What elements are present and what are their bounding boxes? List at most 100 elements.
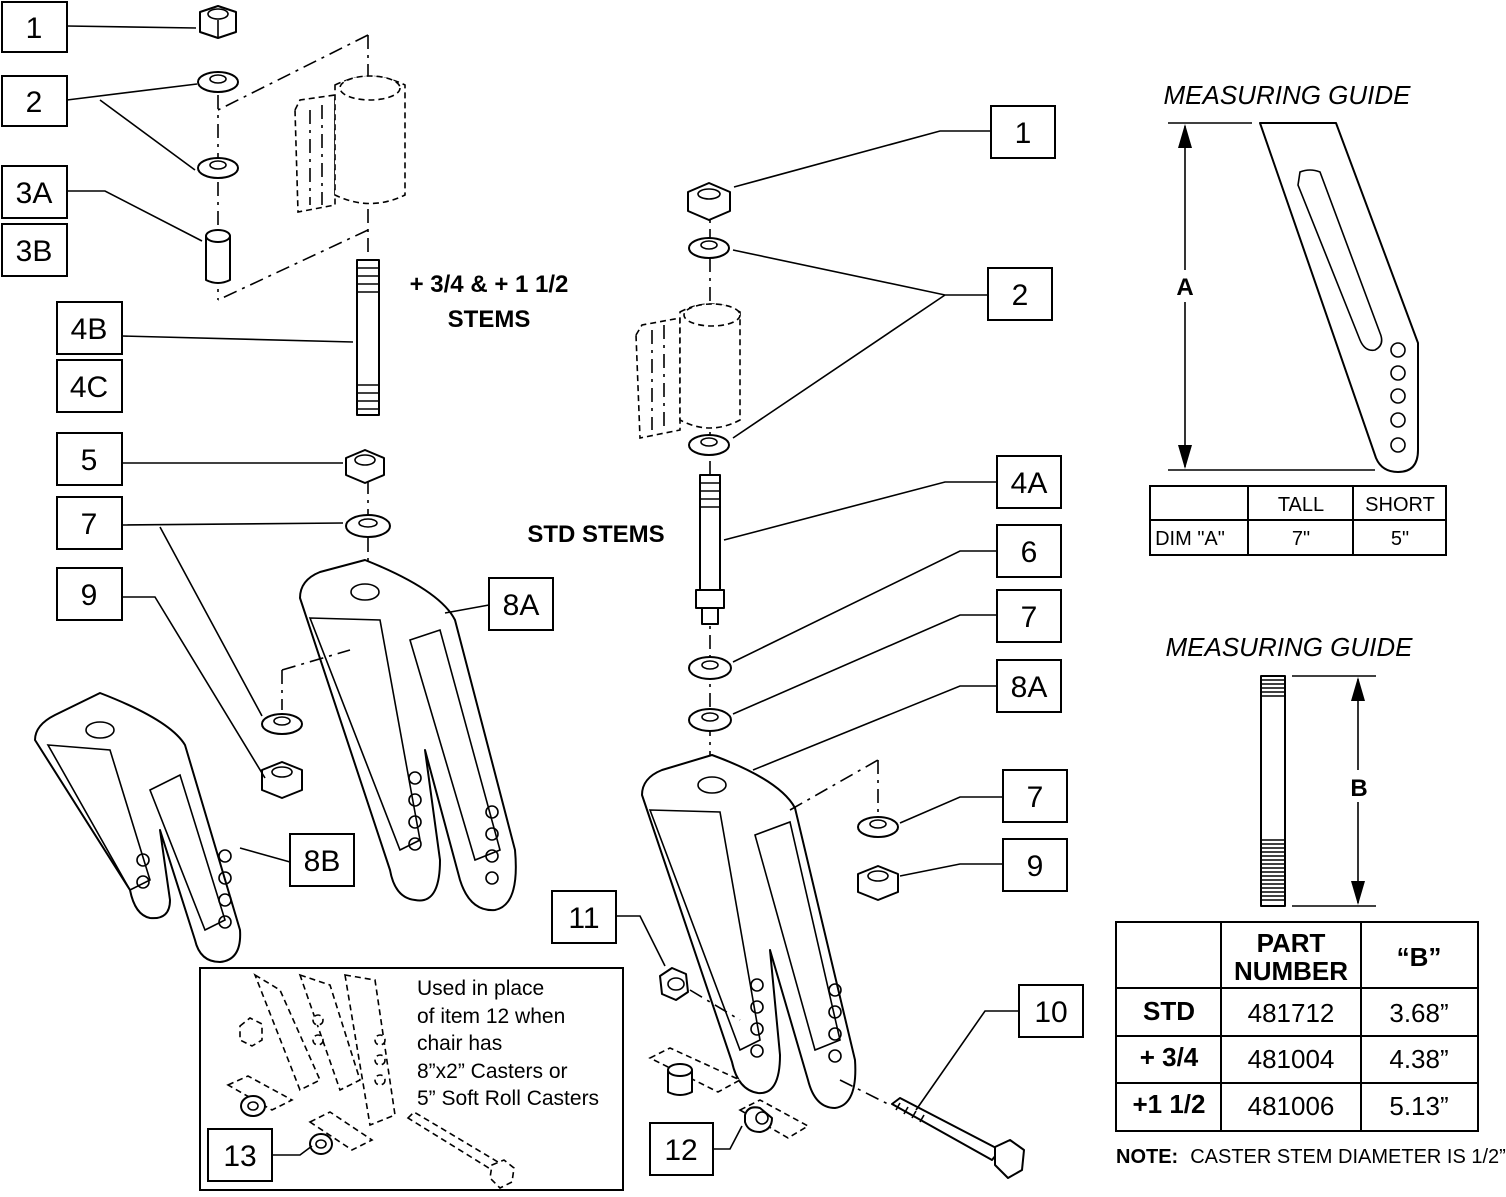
table-header: PART bbox=[1257, 928, 1326, 958]
leader-line bbox=[616, 915, 666, 967]
hex-nut-part-9 bbox=[857, 865, 899, 901]
table-cell: 481712 bbox=[1248, 998, 1335, 1028]
dimension-a bbox=[1168, 122, 1375, 471]
inset-fork-sketch bbox=[253, 973, 396, 1127]
inset-bolt bbox=[406, 1110, 515, 1189]
washer-part-7 bbox=[688, 708, 732, 732]
callout-label: 6 bbox=[1021, 536, 1038, 569]
callout-11 bbox=[551, 890, 617, 944]
callout-9 bbox=[1002, 838, 1068, 892]
callout-5 bbox=[56, 432, 123, 486]
table-cell: + 3/4 bbox=[1140, 1042, 1199, 1072]
callout-2 bbox=[1, 75, 68, 127]
table-cell: 3.68” bbox=[1389, 998, 1448, 1028]
callout-6 bbox=[996, 524, 1062, 578]
callout-8a bbox=[488, 577, 554, 631]
callout-label: 5 bbox=[81, 444, 98, 477]
washer-part-7 bbox=[261, 713, 303, 735]
guide-b-stem bbox=[1260, 675, 1286, 907]
table-header: SHORT bbox=[1365, 494, 1435, 516]
hex-nut-part-1 bbox=[199, 5, 237, 39]
guide-a-bracket bbox=[1259, 122, 1419, 473]
callout-label: 7 bbox=[1021, 601, 1038, 634]
guide-a-title: MEASURING GUIDE bbox=[1163, 80, 1411, 110]
table-cell: 5" bbox=[1391, 528, 1409, 550]
note: NOTE:CASTER STEM DIAMETER IS 1/2”. bbox=[1116, 1146, 1506, 1168]
callout-label: 7 bbox=[81, 508, 98, 541]
leader-line bbox=[752, 685, 997, 771]
callout-label: 9 bbox=[81, 579, 98, 612]
leader-line bbox=[915, 1010, 1019, 1111]
table-cell: 4.38” bbox=[1389, 1044, 1448, 1074]
callout-3a bbox=[1, 165, 68, 219]
table-cell: 5.13” bbox=[1389, 1091, 1448, 1121]
leader-line bbox=[121, 335, 354, 343]
callout-label: 3B bbox=[16, 235, 53, 268]
lock-nut-part-11 bbox=[659, 967, 689, 1001]
guide-b-table: PART NUMBER “B” STD 481712 3.68” + 3/4 4… bbox=[1115, 921, 1479, 1132]
inset-note-line: 5” Soft Roll Casters bbox=[417, 1087, 599, 1110]
washer-part-2 bbox=[197, 157, 239, 179]
fork-part-8a bbox=[641, 754, 857, 1109]
callout-7 bbox=[1002, 769, 1068, 823]
callout-label: 8A bbox=[1011, 671, 1048, 704]
callout-label: 1 bbox=[26, 12, 43, 45]
callout-label: 8A bbox=[503, 589, 540, 622]
centerline bbox=[789, 759, 879, 811]
inset-note-line: 8”x2” Casters or bbox=[417, 1060, 568, 1083]
washer-part-7 bbox=[345, 514, 391, 538]
fork-part-8a bbox=[299, 559, 517, 912]
callout-4b bbox=[56, 301, 123, 355]
leader-line bbox=[732, 550, 997, 663]
leader-line bbox=[732, 614, 997, 715]
leader-line bbox=[444, 604, 490, 614]
washer-part-2 bbox=[688, 434, 730, 456]
dimension-a-label: A bbox=[1176, 274, 1193, 301]
callout-label: 10 bbox=[1034, 996, 1067, 1029]
callout-4a bbox=[996, 455, 1062, 509]
stems-plus-label: + 3/4 & + 1 1/2 bbox=[410, 271, 569, 298]
hex-nut-part-1 bbox=[687, 182, 731, 221]
guide-a-table: TALL SHORT DIM "A" 7" 5" bbox=[1149, 485, 1447, 556]
leader-line bbox=[66, 25, 197, 29]
callout-label: 2 bbox=[26, 86, 43, 119]
spacer-part-12 bbox=[744, 1106, 773, 1133]
note-label: NOTE: bbox=[1116, 1146, 1178, 1168]
leader-line bbox=[239, 847, 291, 863]
inset-note-line: Used in place bbox=[417, 977, 544, 1000]
callout-8b bbox=[289, 833, 355, 887]
callout-10 bbox=[1018, 984, 1084, 1038]
callout-label: 13 bbox=[223, 1140, 256, 1173]
callout-label: 7 bbox=[1027, 781, 1044, 814]
leader-line bbox=[723, 481, 997, 541]
spacer-shadow bbox=[648, 1047, 742, 1093]
spacer-shadow bbox=[308, 1111, 374, 1151]
leader-line bbox=[121, 522, 344, 717]
threaded-stem-4b bbox=[356, 259, 380, 416]
callout-label: 4A bbox=[1011, 467, 1048, 500]
callout-7 bbox=[996, 589, 1062, 643]
table-cell: STD bbox=[1143, 996, 1195, 1026]
hex-nut-part-5 bbox=[345, 449, 385, 484]
spacer-part-3 bbox=[205, 229, 231, 284]
stems-plus-label: STEMS bbox=[448, 306, 531, 333]
leader-line bbox=[67, 190, 203, 242]
inset-washer-part-13 bbox=[309, 1133, 333, 1155]
hex-nut-part-9 bbox=[261, 761, 303, 799]
table-header: “B” bbox=[1397, 942, 1442, 972]
table-cell: DIM "A" bbox=[1155, 528, 1225, 550]
std-stems-label: STD STEMS bbox=[527, 521, 664, 548]
callout-2 bbox=[987, 267, 1053, 321]
centerline bbox=[217, 229, 369, 301]
inset-note-line: of item 12 when bbox=[417, 1005, 565, 1028]
callout-label: 2 bbox=[1012, 279, 1029, 312]
centerline bbox=[281, 649, 351, 671]
centerline bbox=[689, 989, 741, 1021]
callout-7 bbox=[56, 496, 123, 550]
washer-part-2 bbox=[197, 71, 239, 93]
washer-part-2 bbox=[688, 237, 730, 259]
spacer-part-12 bbox=[667, 1063, 693, 1096]
leader-line bbox=[713, 1125, 743, 1150]
table-cell: 7" bbox=[1292, 528, 1310, 550]
table-cell: 481006 bbox=[1248, 1091, 1335, 1121]
